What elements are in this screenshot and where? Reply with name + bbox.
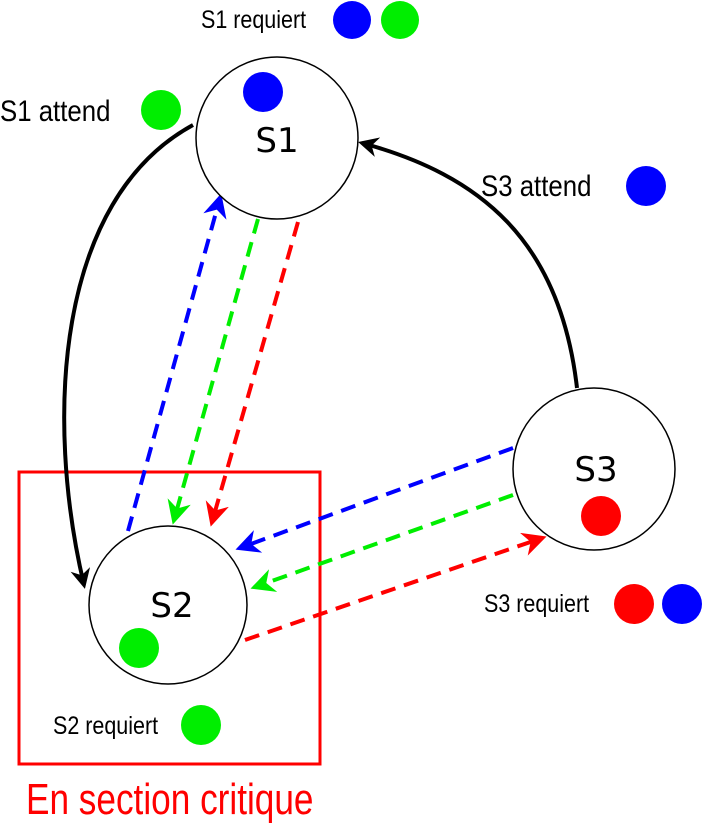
message-arrow-red-s1-to-s2 [205,221,300,527]
wait-arrow-s1-to-s2 [62,123,194,589]
caption-s3-requiert-token-1 [614,584,654,624]
caption-s3-attend: S3 attend [481,166,666,206]
caption-s1-requiert-token-1 [333,1,371,39]
caption-s3-attend-token-1 [626,166,666,206]
caption-s1-requiert-token-2 [381,1,419,39]
node-s3-circle [512,387,676,551]
message-arrow-red-s2-to-s3 [244,532,547,642]
node-s1-circle [195,56,359,220]
node-s2-label: S2 [150,586,193,626]
message-arrow-blue-s3-to-s2 [235,446,514,553]
node-s3-label: S3 [574,450,617,490]
message-arrow-green-s3-to-s2 [250,493,514,592]
message-arrow-blue-s2-to-s1 [126,193,227,532]
caption-s2-requiert: S2 requiert [53,705,221,745]
node-s3-token [581,496,621,536]
node-s1-token [243,72,283,112]
node-s2: S2 [88,525,248,685]
caption-s1-attend: S1 attend [0,90,181,130]
critical-section-label: En section critique [26,775,314,824]
node-s3: S3 [512,387,676,551]
caption-s3-requiert: S3 requiert [484,584,702,624]
caption-s3-attend-text: S3 attend [481,169,591,202]
caption-s3-requiert-text: S3 requiert [484,589,590,617]
critical-section-box [17,470,322,766]
caption-s3-requiert-token-2 [662,584,702,624]
node-s1-label: S1 [255,121,298,161]
message-arrow-green-s1-to-s2 [167,218,260,525]
caption-s1-requiert: S1 requiert [201,1,419,39]
node-s2-token [119,628,159,668]
caption-s1-attend-token-1 [141,90,181,130]
wait-arrow-s3-to-s1 [358,137,579,389]
caption-s1-attend-text: S1 attend [0,94,110,127]
caption-s1-requiert-text: S1 requiert [201,5,307,33]
node-s1: S1 [195,56,359,220]
caption-s2-requiert-token-1 [181,705,221,745]
caption-s2-requiert-text: S2 requiert [53,711,159,739]
